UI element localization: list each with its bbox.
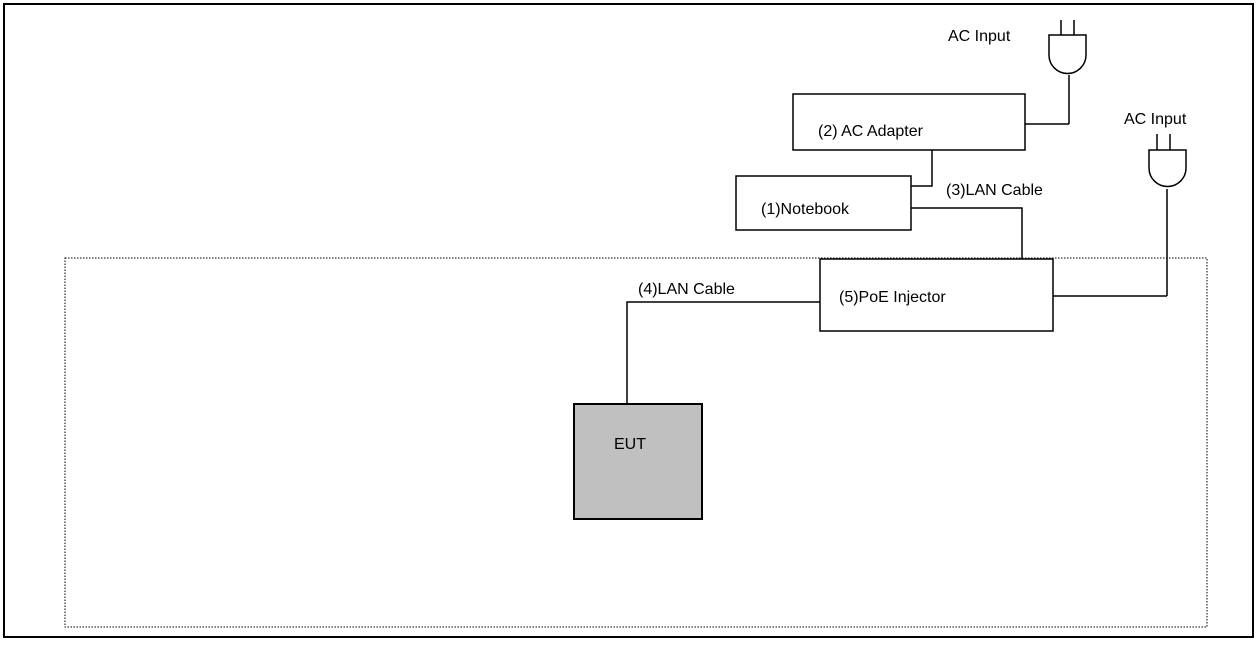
lan-cable-3-line (911, 207, 1023, 259)
power-plug-icon (1025, 20, 1087, 125)
eut-box (573, 403, 703, 520)
ac-adapter-box (792, 93, 1026, 151)
test-area-boundary (64, 257, 1208, 628)
power-plug-icon (1053, 134, 1187, 297)
adapter-to-notebook-line (911, 150, 933, 187)
eut-label: EUT (614, 436, 646, 453)
ac-adapter-label: (2) AC Adapter (818, 123, 924, 140)
lan-cable-3-label: (3)LAN Cable (946, 182, 1043, 199)
ac-input-label: AC Input (1124, 111, 1187, 128)
ac-input-label: AC Input (948, 28, 1011, 45)
poe-injector-box (819, 258, 1054, 332)
lan-cable-4-line (626, 301, 820, 404)
connection-lines (626, 150, 1023, 404)
outer-frame (3, 3, 1254, 638)
notebook-label: (1)Notebook (761, 201, 850, 218)
lan-cable-4-label: (4)LAN Cable (638, 281, 735, 298)
poe-injector-label: (5)PoE Injector (839, 289, 946, 306)
notebook-box (735, 175, 912, 231)
